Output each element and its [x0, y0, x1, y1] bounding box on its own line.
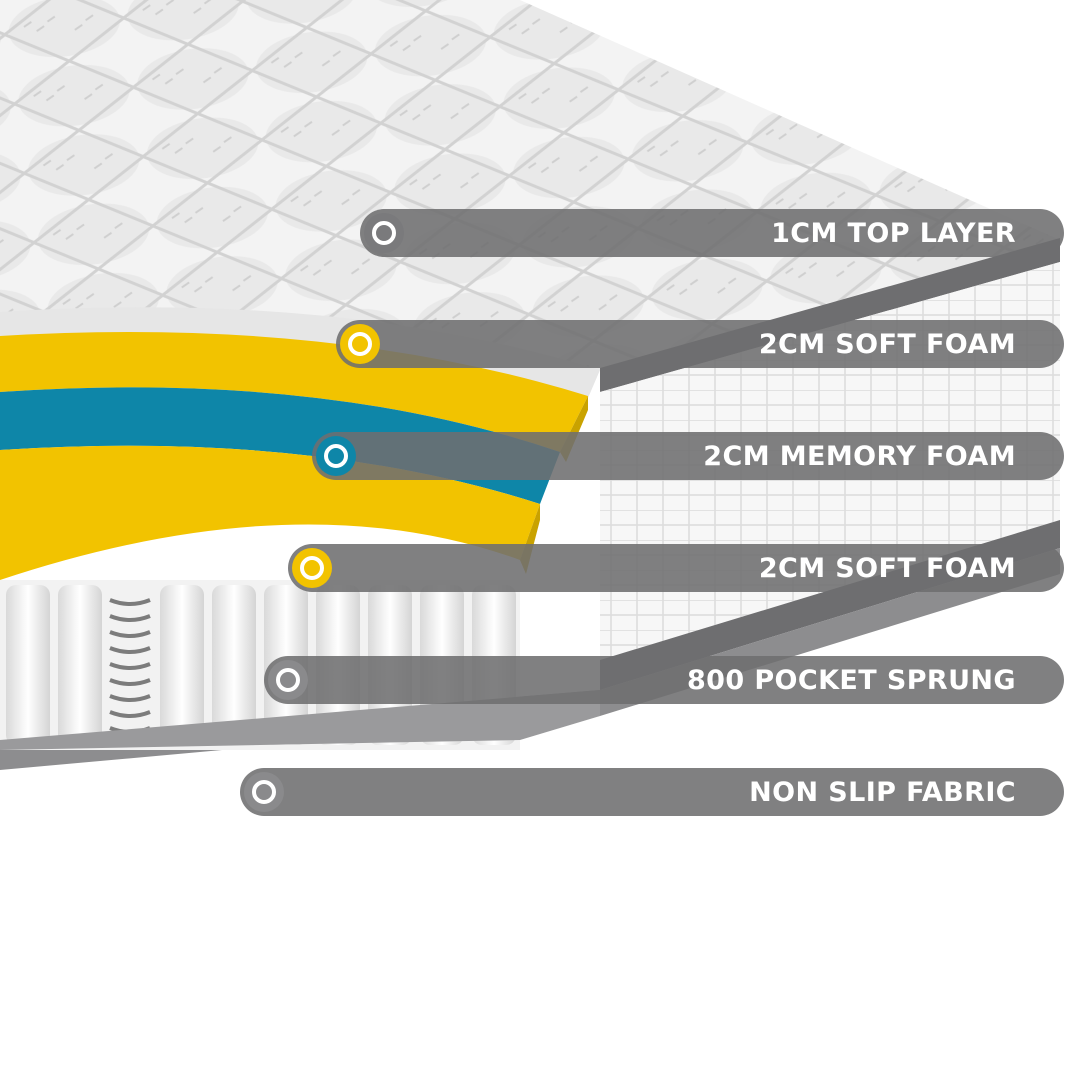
layer-callout-soft-foam-2: 2CM SOFT FOAM	[288, 544, 1064, 592]
layer-callout-top-layer: 1CM TOP LAYER	[360, 209, 1064, 257]
layer-callout-pocket-sprung: 800 POCKET SPRUNG	[264, 656, 1064, 704]
layer-dot	[340, 324, 380, 364]
layer-label: 2CM MEMORY FOAM	[703, 441, 1016, 472]
layer-label: NON SLIP FABRIC	[749, 777, 1016, 808]
cutaway-top-layer	[0, 307, 600, 398]
layer-dot	[268, 660, 308, 700]
layer-callout-memory-foam: 2CM MEMORY FOAM	[312, 432, 1064, 480]
layer-label: 2CM SOFT FOAM	[758, 329, 1016, 360]
layer-callout-non-slip-fabric: NON SLIP FABRIC	[240, 768, 1064, 816]
layer-label: 1CM TOP LAYER	[771, 218, 1016, 249]
layer-dot	[244, 772, 284, 812]
layer-dot	[316, 436, 356, 476]
layer-callout-soft-foam-1: 2CM SOFT FOAM	[336, 320, 1064, 368]
memory-foam-layer	[0, 387, 560, 504]
layer-dot	[364, 213, 404, 253]
layer-label: 2CM SOFT FOAM	[758, 553, 1016, 584]
layer-label: 800 POCKET SPRUNG	[686, 665, 1016, 696]
layer-dot	[292, 548, 332, 588]
mattress-top-surface	[0, 0, 1060, 370]
